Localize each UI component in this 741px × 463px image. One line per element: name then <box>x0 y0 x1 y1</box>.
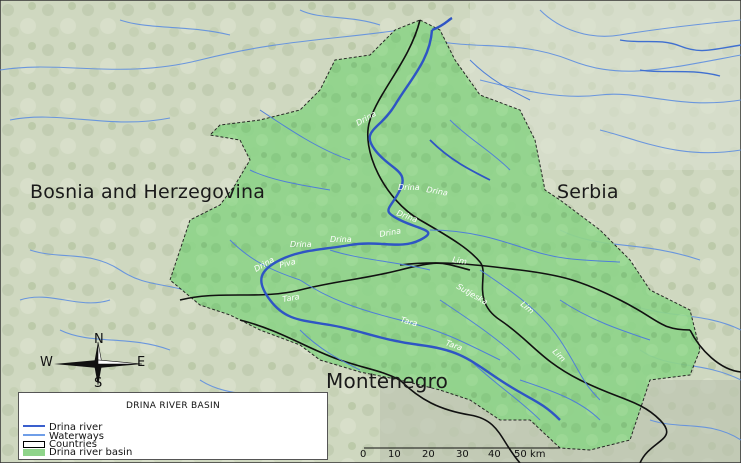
drina-river-main <box>260 29 561 421</box>
compass-icon <box>54 341 143 386</box>
legend-item-waterways: Waterways <box>23 432 104 442</box>
river-label: Piva <box>278 257 297 270</box>
scale-tick: 10 <box>388 449 401 460</box>
river-label: Tara <box>399 315 418 328</box>
legend-title: DRINA RIVER BASIN <box>126 401 220 411</box>
scale-bar: 0 10 20 30 40 50 km <box>360 440 570 462</box>
country-label-serbia: Serbia <box>557 181 619 203</box>
country-label-montenegro: Montenegro <box>326 369 449 393</box>
country-label-bosnia: Bosnia and Herzegovina <box>30 181 266 203</box>
box-swatch-icon <box>23 440 45 448</box>
river-label: Drina <box>379 226 402 239</box>
line-swatch-icon <box>23 434 45 436</box>
compass-rose: N S W E <box>40 332 150 391</box>
scale-bar-graphic <box>364 447 560 449</box>
scale-tick: 40 <box>488 449 501 460</box>
river-label: Lim <box>452 255 468 266</box>
legend-item-drina-river: Drina river <box>23 423 102 433</box>
country-borders <box>179 19 741 463</box>
river-label: Drina <box>426 185 449 198</box>
legend-item-basin: Drina river basin <box>23 448 132 458</box>
compass-west: W <box>40 355 53 370</box>
scale-tick: 50 <box>514 449 527 460</box>
scale-unit: km <box>530 449 546 460</box>
drina-basin-area <box>169 19 701 451</box>
scale-tick: 20 <box>422 449 435 460</box>
river-label: Drina <box>290 240 312 249</box>
scale-tick: 0 <box>360 449 367 460</box>
river-label: Tara <box>282 292 301 304</box>
box-swatch-icon <box>23 448 45 456</box>
compass-north: N <box>94 332 104 347</box>
waterways-outside <box>0 9 741 441</box>
compass-south: S <box>94 376 103 391</box>
legend-item-countries: Countries <box>23 440 97 450</box>
compass-east: E <box>137 355 146 370</box>
river-label: Drina <box>330 235 352 244</box>
river-label: Drina <box>398 183 420 192</box>
scale-tick: 30 <box>456 449 469 460</box>
map-legend: DRINA RIVER BASIN Drina river Waterways … <box>18 392 328 460</box>
line-swatch-icon <box>23 425 45 427</box>
waterways-basin <box>229 59 651 421</box>
